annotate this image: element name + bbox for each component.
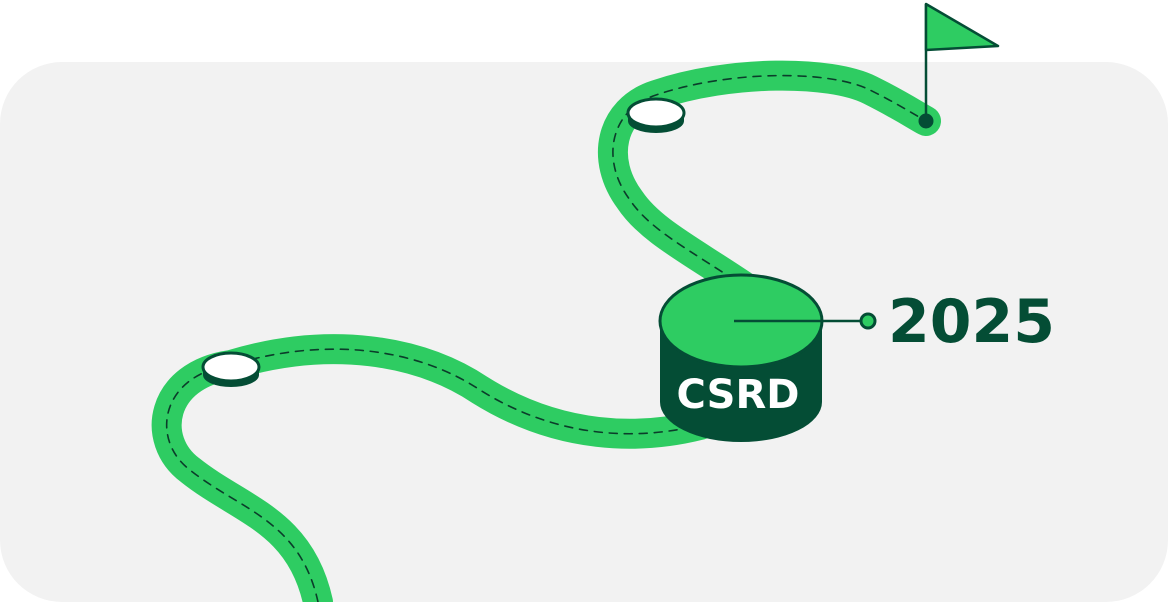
cylinder-milestone-icon: CSRD — [658, 273, 824, 442]
flag-icon — [918, 2, 1000, 129]
background-panel — [0, 62, 1168, 602]
milestone-label: CSRD — [677, 372, 800, 418]
road-center-line — [165, 74, 927, 602]
waypoint-disc-icon — [201, 351, 261, 387]
waypoint-disc-icon — [626, 97, 686, 133]
year-label: 2025 — [888, 287, 1055, 357]
year-connector — [734, 312, 877, 330]
